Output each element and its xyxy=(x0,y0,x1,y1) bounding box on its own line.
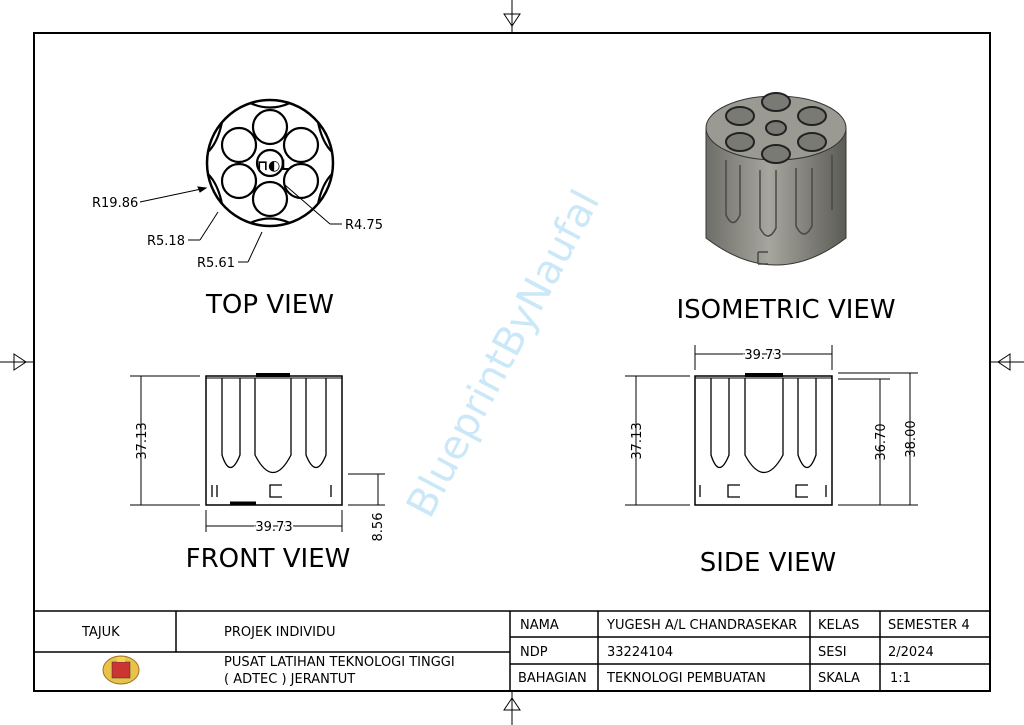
title-block: TAJUK PROJEK INDIVIDU PUSAT LATIHAN TEKN… xyxy=(34,610,990,691)
dim-r-flute: R5.18 xyxy=(147,234,185,249)
dim-side-height: 37.13 xyxy=(630,422,645,459)
isometric-view: ISOMETRIC VIEW xyxy=(676,92,896,325)
ndp-value: 33224104 xyxy=(607,645,673,660)
crest-logo xyxy=(102,655,140,685)
ndp-label: NDP xyxy=(520,645,548,660)
nama-value: YUGESH A/L CHANDRASEKAR xyxy=(606,618,797,633)
dim-height: 37.13 xyxy=(135,422,150,459)
nama-label: NAMA xyxy=(520,618,559,633)
institution-line2: ( ADTEC ) JERANTUT xyxy=(224,672,355,687)
isometric-view-title: ISOMETRIC VIEW xyxy=(676,295,895,325)
dim-r-outer: R19.86 xyxy=(92,196,138,211)
sesi-label: SESI xyxy=(818,645,847,660)
dim-side-h3: 38.00 xyxy=(904,420,919,457)
side-view-title: SIDE VIEW xyxy=(700,548,836,578)
front-view: 37.13 39.73 8.56 FRONT VIEW xyxy=(130,373,386,574)
chamber-holes xyxy=(207,101,333,225)
kelas-value: SEMESTER 4 xyxy=(888,618,970,633)
bahagian-label: BAHAGIAN xyxy=(518,671,587,686)
dim-side-width: 39.73 xyxy=(744,348,781,363)
skala-label: SKALA xyxy=(818,671,860,686)
skala-value: 1:1 xyxy=(890,671,911,686)
dim-slot: 8.56 xyxy=(371,513,386,542)
top-view-title: TOP VIEW xyxy=(205,290,334,320)
sesi-value: 2/2024 xyxy=(888,645,934,660)
front-view-title: FRONT VIEW xyxy=(186,544,351,574)
bahagian-value: TEKNOLOGI PEMBUATAN xyxy=(606,671,766,686)
dim-r-chamber: R5.61 xyxy=(197,256,235,271)
watermark: BlueprintByNaufal xyxy=(398,183,609,525)
dim-side-h2: 36.70 xyxy=(874,423,889,460)
tajuk-value: PROJEK INDIVIDU xyxy=(224,625,335,640)
tajuk-label: TAJUK xyxy=(81,625,120,640)
kelas-label: KELAS xyxy=(818,618,859,633)
side-view: 39.73 37.13 36.70 38.00 SIDE VIEW xyxy=(625,345,919,578)
dim-width: 39.73 xyxy=(255,520,292,535)
dim-r-center: R4.75 xyxy=(345,218,383,233)
top-view: ⊓◐L R19.86 R5.18 R5.61 R4.75 TOP VIEW xyxy=(92,98,383,320)
center-logo: ⊓◐L xyxy=(257,158,289,174)
institution-line1: PUSAT LATIHAN TEKNOLOGI TINGGI xyxy=(224,655,455,670)
